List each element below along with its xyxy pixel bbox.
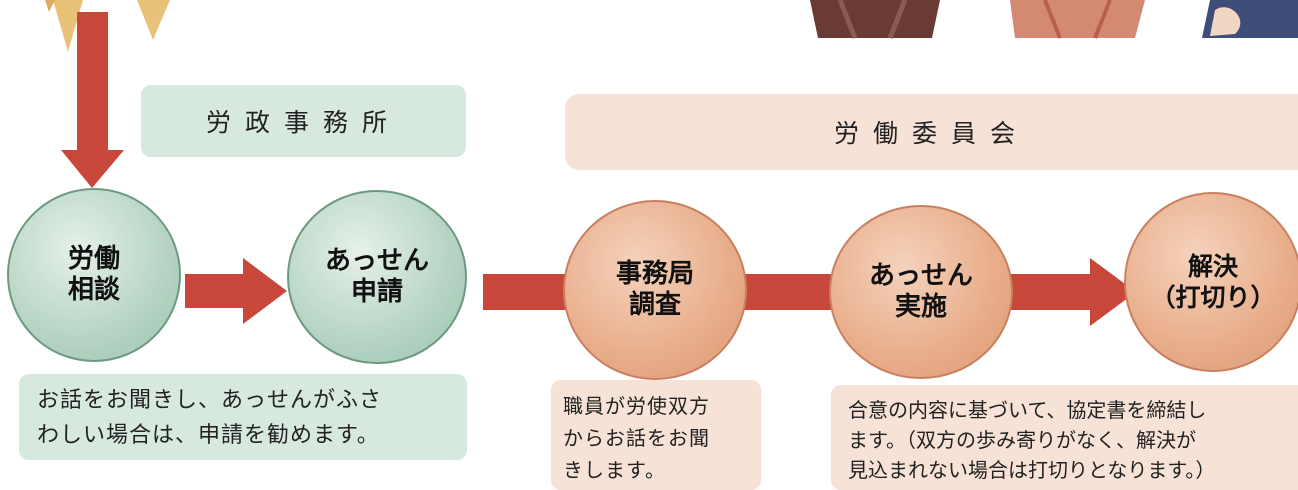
connector-apply-to-investigate xyxy=(483,274,571,310)
step-secretariat-investigation: 事務局 調査 xyxy=(563,200,747,380)
connector-investigate-to-mediate xyxy=(742,274,834,310)
step-labor-consultation: 労働 相談 xyxy=(7,188,181,362)
step-mediation-implementation: あっせん 実施 xyxy=(829,205,1013,379)
labor-office-header-label: 労政事務所 xyxy=(205,108,401,137)
step-resolution: 解決 （打切り） xyxy=(1124,192,1298,372)
arrow-mediate-to-resolve xyxy=(1005,258,1136,326)
description-investigation: 職員が労使双方 からお話をお聞 きします。 xyxy=(551,380,761,490)
labor-committee-header: 労働委員会 xyxy=(565,94,1298,170)
description-mediation: 合意の内容に基づいて、協定書を締結し ます。（双方の歩み寄りがなく、解決が 見込… xyxy=(831,385,1298,490)
arrow-consult-to-apply xyxy=(185,258,287,324)
down-arrow xyxy=(61,12,124,188)
step-labor-consultation-label: 労働 相談 xyxy=(67,244,120,305)
step-mediation-implementation-label: あっせん 実施 xyxy=(868,261,973,322)
top-right-people-illustration xyxy=(810,0,1298,40)
labor-committee-header-label: 労働委員会 xyxy=(833,119,1029,148)
labor-office-header: 労政事務所 xyxy=(141,85,466,157)
step-mediation-application: あっせん 申請 xyxy=(287,190,467,364)
description-consultation: お話をお聞きし、あっせんがふさ わしい場合は、申請を勧めます。 xyxy=(19,374,467,460)
top-left-banner-decoration xyxy=(45,0,175,55)
step-mediation-application-label: あっせん 申請 xyxy=(324,246,429,307)
step-secretariat-investigation-label: 事務局 調査 xyxy=(615,259,694,320)
step-resolution-label: 解決 （打切り） xyxy=(1150,252,1276,312)
